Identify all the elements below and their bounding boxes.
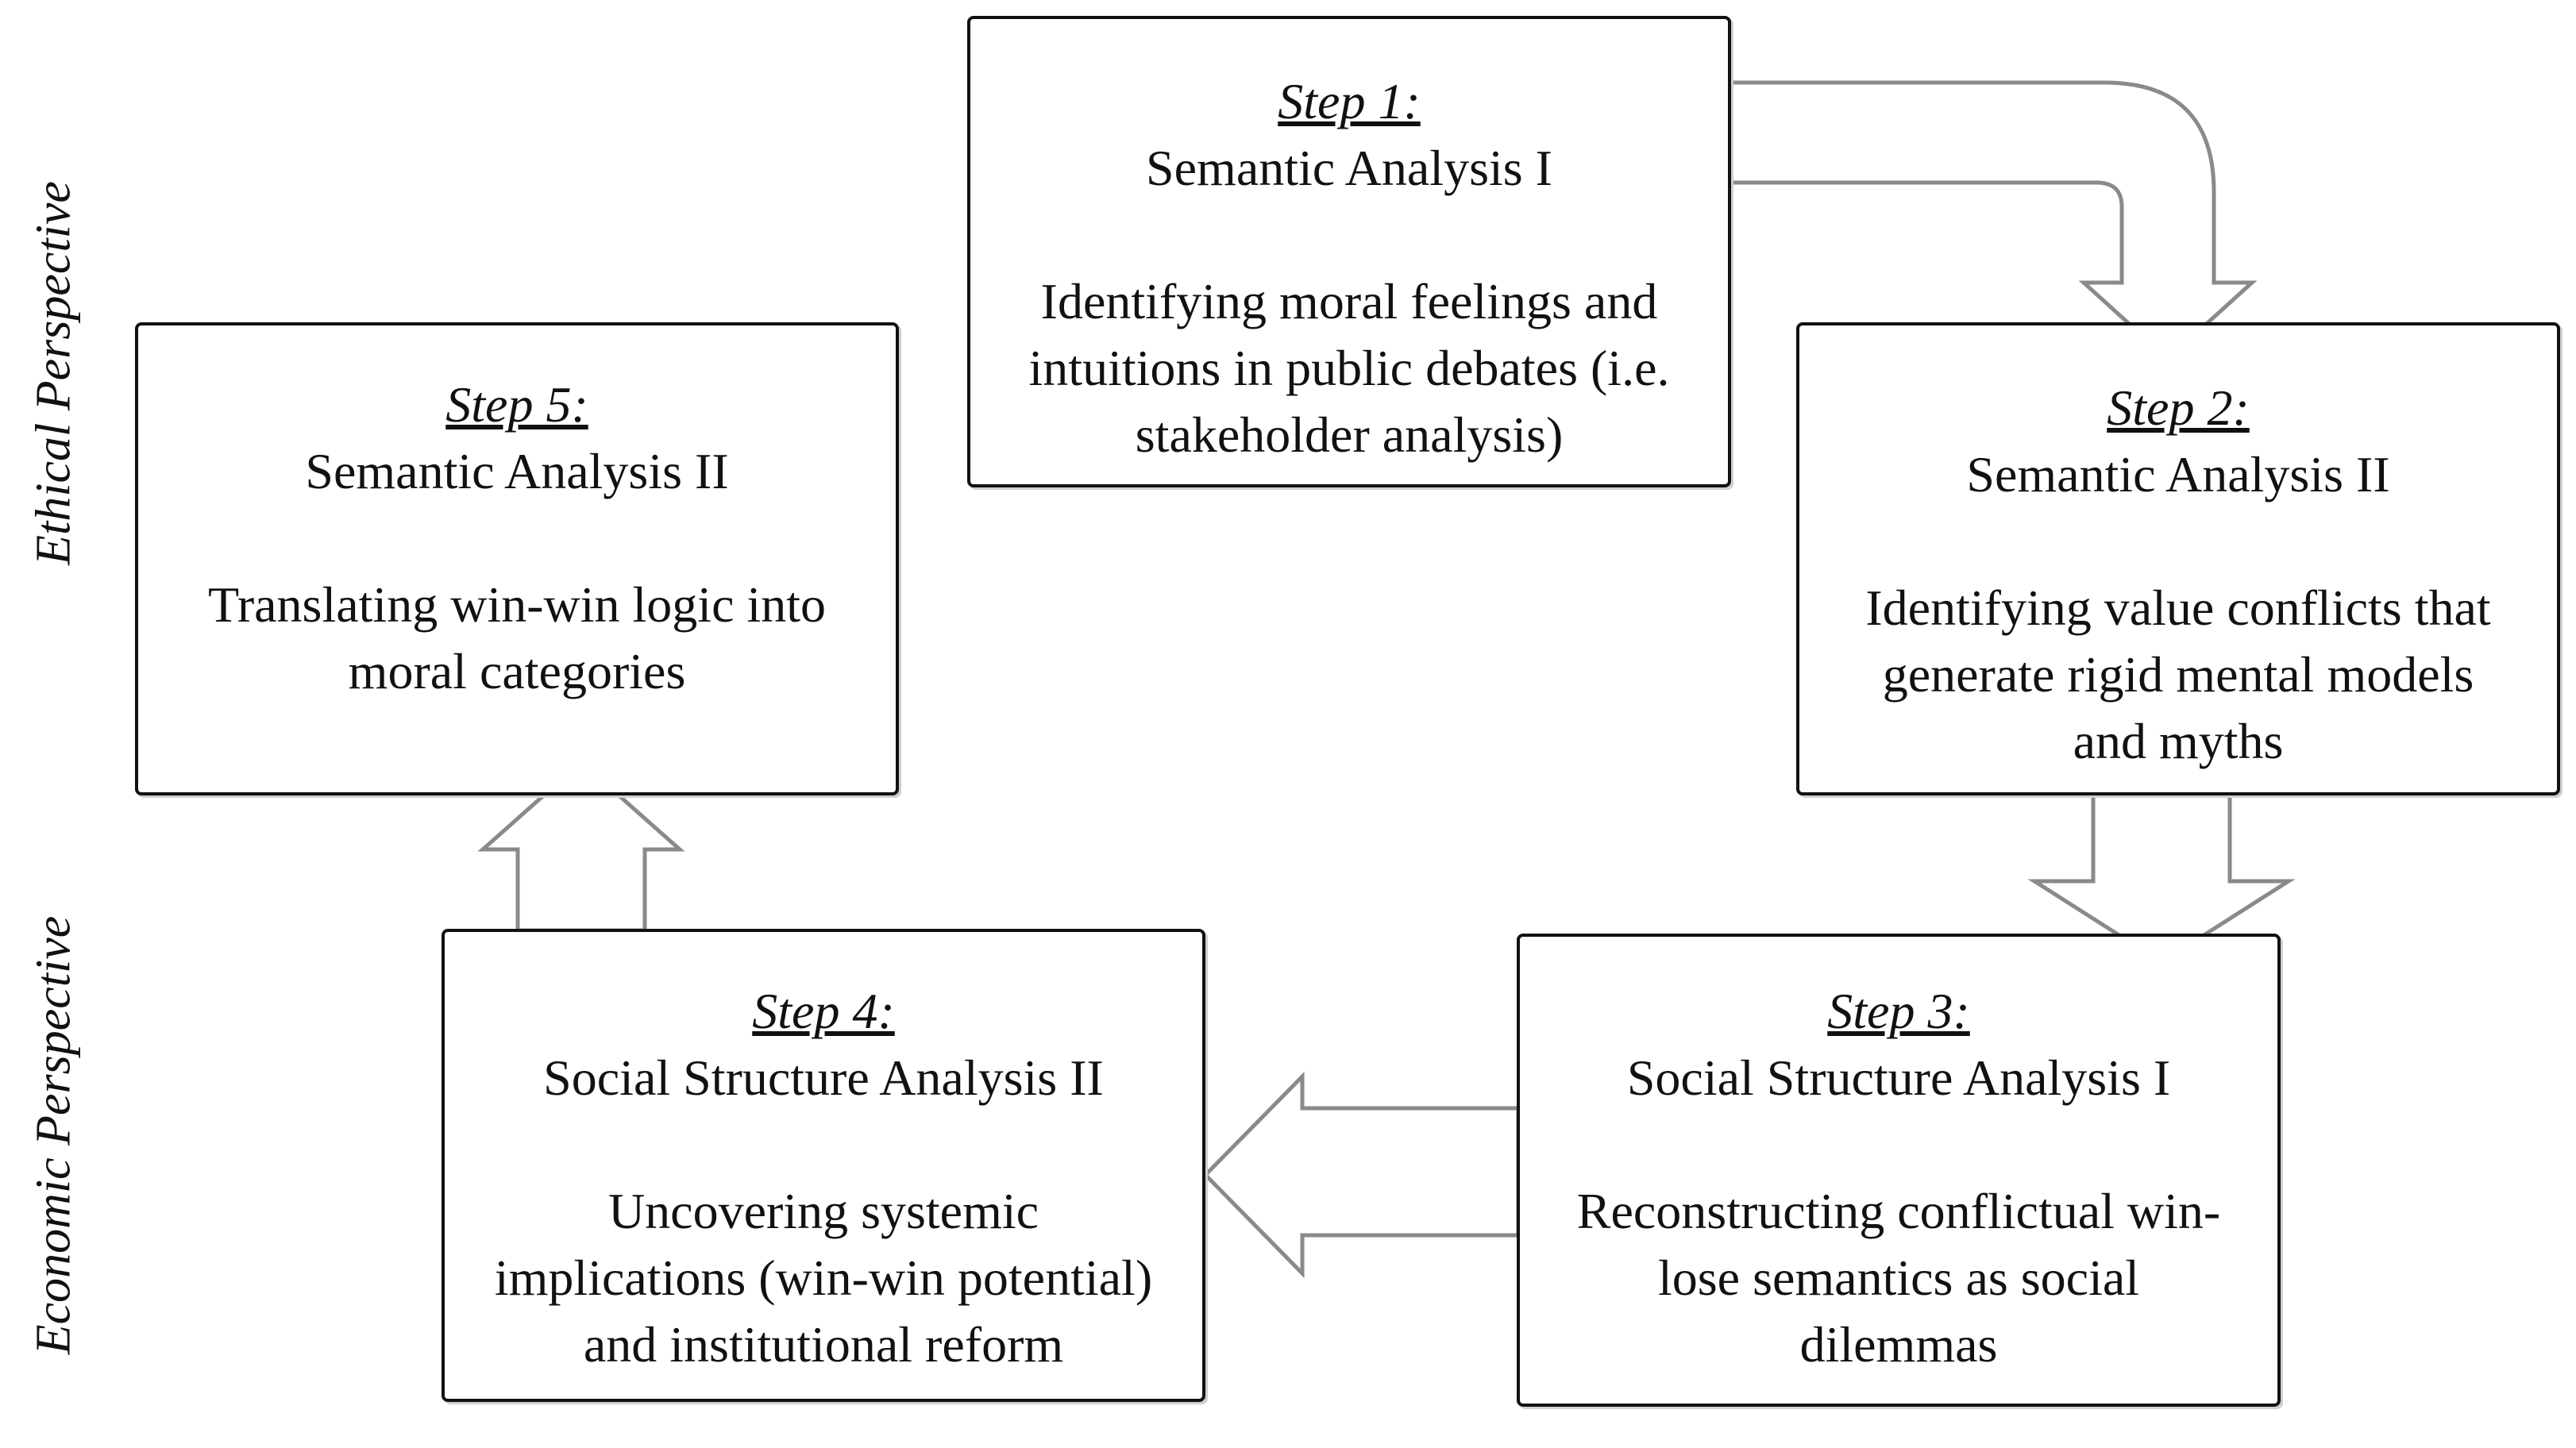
- step-2-description-line-1: Identifying value conflicts that: [1865, 580, 2491, 636]
- step-4-description-line-2: implications (win-win potential): [494, 1250, 1153, 1306]
- step-5-label: Step 5:: [445, 376, 588, 433]
- step-3-label: Step 3:: [1827, 983, 1970, 1039]
- step-4-label: Step 4:: [752, 983, 895, 1039]
- step-1-label: Step 1:: [1278, 73, 1421, 129]
- step-2-description-line-2: generate rigid mental models: [1882, 646, 2474, 703]
- step-5-box: Step 5: Semantic Analysis II Translating…: [135, 322, 899, 795]
- step-4-description-line-3: and institutional reform: [583, 1316, 1064, 1373]
- step-2-title: Semantic Analysis II: [1966, 446, 2390, 503]
- step-1-title: Semantic Analysis I: [1146, 140, 1552, 196]
- step-4-description-line-1: Uncovering systemic: [607, 1183, 1039, 1239]
- step-1-box: Step 1: Semantic Analysis I Identifying …: [967, 16, 1731, 487]
- arrow-step1-to-step2: [1726, 80, 2258, 362]
- step-2-description-line-3: and myths: [2073, 713, 2284, 769]
- step-3-title: Social Structure Analysis I: [1626, 1049, 2171, 1106]
- step-4-box: Step 4: Social Structure Analysis II Unc…: [442, 929, 1205, 1402]
- step-3-description-line-1: Reconstructing conflictual win-: [1576, 1183, 2221, 1239]
- arrow-step4-to-step5: [477, 759, 685, 933]
- step-3-description-line-3: dilemmas: [1799, 1316, 1998, 1373]
- step-3-box: Step 3: Social Structure Analysis I Reco…: [1517, 934, 2281, 1407]
- step-5-title: Semantic Analysis II: [305, 443, 729, 499]
- step-1-description-line-1: Identifying moral feelings and: [1040, 273, 1658, 329]
- step-5-description-line-1: Translating win-win logic into: [207, 576, 827, 633]
- step-2-box: Step 2: Semantic Analysis II Identifying…: [1796, 322, 2560, 795]
- arrow-step2-to-step3: [2027, 791, 2296, 965]
- step-1-description-line-3: stakeholder analysis): [1135, 406, 1564, 463]
- arrow-step3-to-step4: [1202, 1071, 1521, 1279]
- step-3-description-line-2: lose semantics as social: [1657, 1250, 2140, 1306]
- step-5-description-line-2: moral categories: [348, 643, 686, 699]
- step-1-description-line-2: intuitions in public debates (i.e.: [1028, 340, 1670, 396]
- step-2-label: Step 2:: [2107, 379, 2250, 436]
- step-4-title: Social Structure Analysis II: [543, 1049, 1104, 1106]
